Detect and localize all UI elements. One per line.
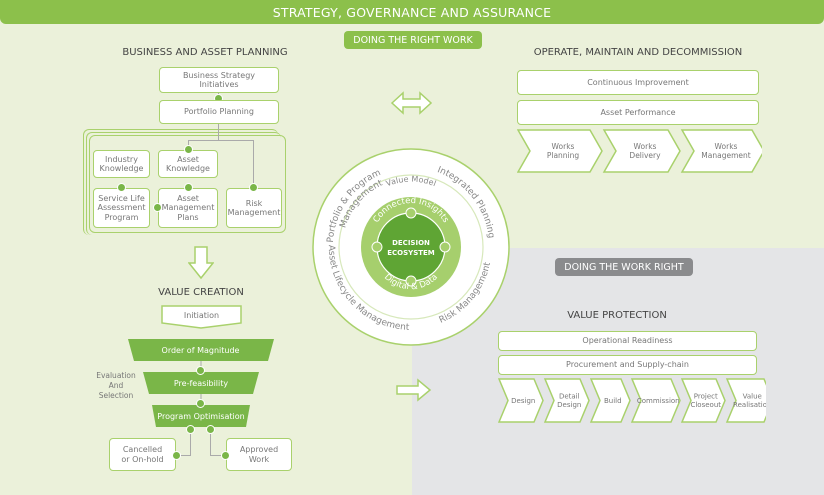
service-life-box: Service Life Assessment Program: [93, 188, 150, 228]
continuous-improvement-box: Continuous Improvement: [517, 70, 759, 95]
connector-icon: [206, 425, 215, 434]
step-label: Works: [552, 142, 575, 151]
step-label: Commission: [637, 397, 680, 405]
double-arrow-icon: [391, 91, 432, 115]
step-chevron: [630, 378, 681, 423]
operational-readiness-box: Operational Readiness: [498, 331, 757, 351]
step-chevron: [517, 129, 603, 173]
right-arrow-icon: [396, 378, 432, 402]
operate-steps: WorksPlanningWorksDeliveryWorksManagemen…: [517, 129, 762, 173]
cancelled-box: Cancelled or On-hold: [109, 438, 176, 471]
step-label: Works: [634, 142, 657, 151]
connector-icon: [153, 203, 162, 212]
step-label: Design: [511, 397, 535, 405]
evaluation-selection-label: Evaluation And Selection: [96, 371, 136, 400]
portfolio-planning-box: Portfolio Planning: [159, 100, 279, 124]
business-strategy-box: Business Strategy Initiatives: [159, 67, 279, 93]
step-chevron: [680, 129, 762, 173]
step-label: Delivery: [629, 151, 661, 160]
pre-feasibility: Pre-feasibility: [173, 378, 229, 388]
procurement-box: Procurement and Supply-chain: [498, 355, 757, 375]
step-label: Realisation: [733, 401, 766, 409]
planning-frame: [89, 135, 286, 233]
asset-performance-box: Asset Performance: [517, 100, 759, 125]
step-chevron: [543, 378, 590, 423]
connector-icon: [221, 451, 230, 460]
approved-work-box: Approved Work: [226, 438, 292, 471]
step-chevron: [498, 378, 544, 423]
step-chevron: [602, 129, 681, 173]
funnel: [128, 339, 274, 427]
connector-icon: [184, 145, 193, 154]
connector-icon: [196, 399, 205, 408]
step-label: Project: [694, 393, 718, 401]
stack-frame: [86, 132, 281, 235]
down-arrow-icon: [188, 246, 214, 280]
step-label: Planning: [547, 151, 580, 160]
step-label: Value: [743, 393, 762, 401]
order-of-magnitude: Order of Magnitude: [161, 345, 240, 355]
initiation-shape: [161, 305, 242, 329]
center-label-2: ECOSYSTEM: [387, 249, 435, 257]
stack-frame: [83, 129, 278, 235]
value-protection-title: VALUE PROTECTION: [567, 310, 667, 321]
step-label: Management: [701, 151, 750, 160]
doing-work-right-pill: DOING THE WORK RIGHT: [555, 258, 693, 276]
step-label: Design: [557, 401, 581, 409]
initiation-label: Initiation: [183, 310, 220, 320]
connector-icon: [186, 425, 195, 434]
business-planning-title: BUSINESS AND ASSET PLANNING: [122, 47, 288, 58]
connector-icon: [184, 183, 193, 192]
step-label: Build: [604, 397, 622, 405]
risk-management-box: Risk Management: [226, 188, 282, 228]
operate-title: OPERATE, MAINTAIN AND DECOMMISSION: [533, 47, 743, 58]
doing-right-work-pill: DOING THE RIGHT WORK: [344, 31, 482, 49]
connector-icon: [249, 183, 258, 192]
step-label: Detail: [559, 393, 580, 401]
connector-icon: [117, 183, 126, 192]
step-chevron: [680, 378, 726, 423]
value-creation-title: VALUE CREATION: [158, 287, 244, 298]
asset-management-plans-box: Asset Management Plans: [158, 188, 218, 228]
strategy-header: STRATEGY, GOVERNANCE AND ASSURANCE: [0, 0, 824, 24]
step-chevron: [589, 378, 631, 423]
connector-icon: [172, 451, 181, 460]
step-label: Closeout: [690, 401, 721, 409]
asset-knowledge-box: Asset Knowledge: [158, 150, 218, 178]
ecosystem-circle: DECISION ECOSYSTEM Connected Insights Di…: [312, 148, 510, 346]
program-optimisation: Program Optimisation: [157, 411, 245, 421]
industry-knowledge-box: Industry Knowledge: [93, 150, 150, 178]
step-chevron: [725, 378, 766, 423]
connector-icon: [196, 366, 205, 375]
step-label: Works: [715, 142, 738, 151]
center-label-1: DECISION: [392, 239, 430, 247]
